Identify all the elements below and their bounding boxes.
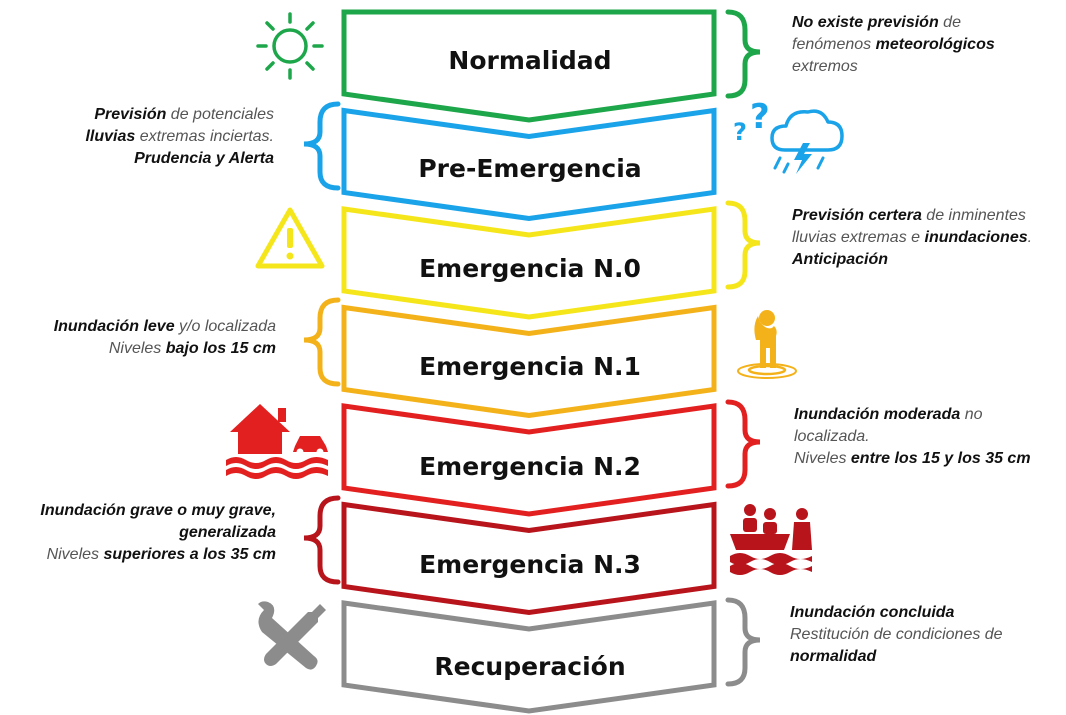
emphasis-text: Anticipación	[792, 251, 889, 268]
emphasis-text: entre los 15 y los 35 cm	[850, 450, 1031, 467]
flooded-house-car-icon	[226, 404, 328, 479]
description-text: localizada.	[794, 428, 870, 445]
description-line: Niveles entre los 15 y los 35 cm	[794, 448, 1031, 470]
description-line: fenómenos meteorológicos	[792, 34, 995, 56]
description-text: Niveles	[108, 340, 166, 357]
description-text: extremos	[792, 58, 858, 75]
description-text: y/o localizada	[174, 318, 276, 335]
description-text: de	[938, 14, 961, 31]
description-line: Inundación grave o muy grave,	[40, 500, 276, 522]
description-text: de inminentes	[921, 207, 1026, 224]
description-line: Niveles bajo los 15 cm	[54, 338, 276, 360]
description-text: Restitución de condiciones de	[790, 626, 1003, 643]
brace-pre-emergencia	[303, 101, 341, 191]
description-emergencia-n3: Inundación grave o muy grave, generalizad…	[40, 500, 276, 566]
description-line: Previsión certera de inminentes	[792, 205, 1032, 227]
description-line: Anticipación	[792, 249, 1032, 271]
description-text: fenómenos	[792, 36, 876, 53]
description-text: Niveles	[794, 450, 851, 467]
svg-text:?: ?	[750, 97, 770, 137]
person-in-water-icon	[737, 310, 797, 379]
emphasis-text: Prudencia y Alerta	[134, 150, 274, 167]
brace-emergencia-n3	[303, 495, 341, 585]
chevron-emergencia-n1	[341, 304, 717, 419]
emphasis-text: superiores a los 35 cm	[103, 546, 276, 563]
brace-normalidad	[725, 9, 761, 99]
description-line: generalizada	[40, 522, 276, 544]
description-line: Inundación concluida	[790, 602, 1003, 624]
description-line: Niveles superiores a los 35 cm	[40, 544, 276, 566]
stage-label-recuperacion: Recuperación	[434, 652, 626, 681]
emphasis-text: meteorológicos	[875, 36, 995, 53]
description-line: No existe previsión de	[792, 12, 995, 34]
emphasis-text: normalidad	[790, 648, 877, 665]
description-text: lluvias extremas e	[792, 229, 925, 246]
brace-emergencia-n1	[303, 297, 341, 387]
wrench-screwdriver-icon	[258, 601, 326, 670]
description-line: Inundación leve y/o localizada	[54, 316, 276, 338]
description-line: lluvias extremas inciertas.	[85, 126, 274, 148]
description-text: no	[960, 406, 983, 423]
emphasis-text: Previsión	[94, 106, 167, 123]
stage-label-emergencia-n2: Emergencia N.2	[419, 452, 641, 481]
rescue-boat-icon	[730, 504, 812, 575]
emphasis-text: bajo los 15 cm	[165, 340, 276, 357]
emphasis-text: No existe previsión	[792, 14, 939, 31]
description-line: Restitución de condiciones de	[790, 624, 1003, 646]
emphasis-text: Inundación concluida	[790, 604, 955, 621]
emphasis-text: lluvias	[85, 128, 136, 145]
stage-label-emergencia-n3: Emergencia N.3	[419, 550, 641, 579]
description-line: localizada.	[794, 426, 1031, 448]
description-line: Previsión de potenciales	[85, 104, 274, 126]
chevron-emergencia-n0	[341, 206, 717, 320]
brace-emergencia-n2	[725, 399, 761, 489]
description-text: Niveles	[46, 546, 104, 563]
emphasis-text: Inundación moderada	[794, 406, 961, 423]
description-line: Prudencia y Alerta	[85, 148, 274, 170]
description-text: de potenciales	[166, 106, 274, 123]
emphasis-text: inundaciones	[924, 229, 1028, 246]
chevron-recuperacion	[341, 600, 717, 714]
description-line: normalidad	[790, 646, 1003, 668]
warning-icon	[255, 207, 325, 269]
emphasis-text: generalizada	[179, 524, 276, 541]
sun-icon	[256, 12, 324, 80]
stage-label-pre-emergencia: Pre-Emergencia	[418, 154, 642, 183]
chevron-normalidad	[341, 9, 717, 123]
emphasis-text: Previsión certera	[792, 207, 922, 224]
stage-label-emergencia-n0: Emergencia N.0	[419, 254, 641, 283]
storm-cloud-icon: ? ?	[733, 97, 844, 174]
svg-text:?: ?	[733, 118, 747, 146]
description-text: extremas inciertas.	[135, 128, 274, 145]
chevron-emergencia-n3	[341, 501, 717, 616]
emphasis-text: Inundación grave o muy grave,	[40, 502, 276, 519]
description-line: lluvias extremas e inundaciones.	[792, 227, 1032, 249]
description-emergencia-n2: Inundación moderada no localizada. Niveles…	[794, 404, 1031, 470]
stage-label-emergencia-n1: Emergencia N.1	[419, 352, 641, 381]
chevron-emergencia-n2	[341, 403, 717, 517]
brace-emergencia-n0	[725, 200, 761, 290]
brace-recuperacion	[725, 597, 761, 687]
description-text: .	[1027, 229, 1033, 246]
description-line: extremos	[792, 56, 995, 78]
chevron-pre-emergencia	[341, 107, 717, 222]
emphasis-text: Inundación leve	[53, 318, 175, 335]
stage-label-normalidad: Normalidad	[448, 46, 612, 75]
description-line: Inundación moderada no	[794, 404, 1031, 426]
stage-chevrons	[341, 9, 717, 714]
